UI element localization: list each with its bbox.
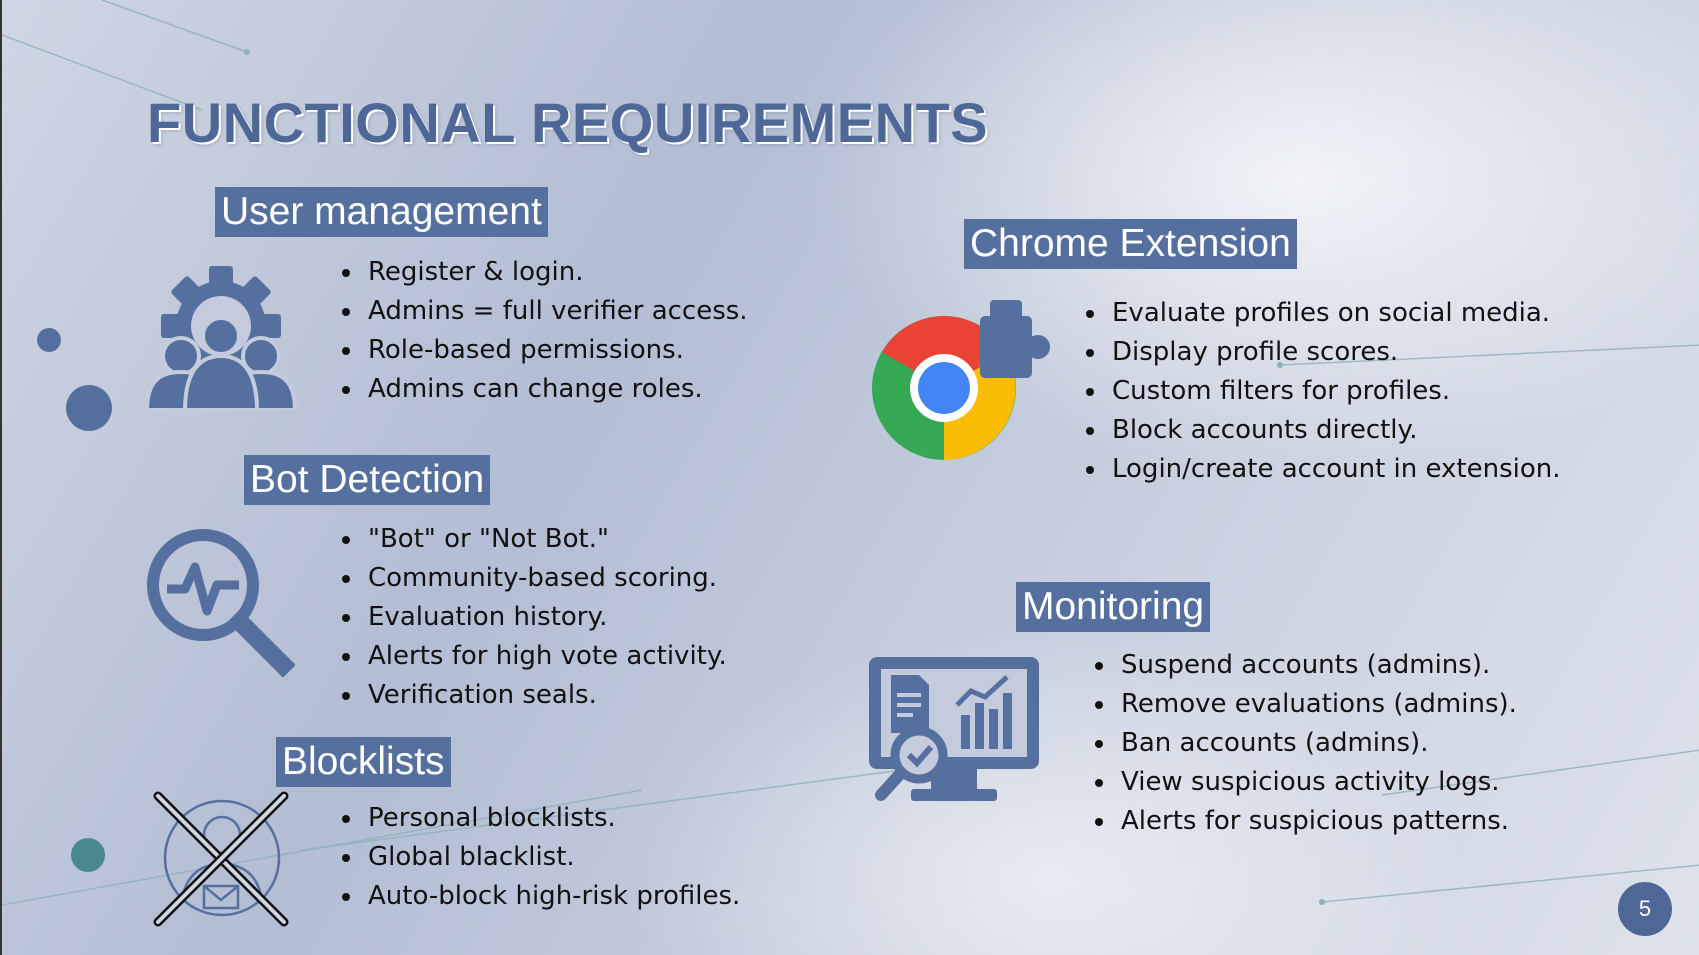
bot-detection-list: "Bot" or "Not Bot." Community-based scor… [338,520,727,715]
list-item: Suspend accounts (admins). [1117,646,1517,685]
list-item: Role-based permissions. [364,331,748,370]
list-item: Custom filters for profiles. [1108,372,1561,411]
page-number-badge: 5 [1618,882,1672,936]
section-heading-chrome-extension: Chrome Extension [964,219,1297,269]
list-item: Community-based scoring. [364,559,727,598]
list-item: Block accounts directly. [1108,411,1561,450]
slide-title: FUNCTIONAL REQUIREMENTS [147,91,989,154]
chrome-extension-icon [872,300,1050,460]
list-item: Alerts for high vote activity. [364,637,727,676]
list-item: Alerts for suspicious patterns. [1117,802,1517,841]
list-item: Auto-block high-risk profiles. [364,877,740,916]
blocked-user-icon [153,791,289,927]
list-item: Global blacklist. [364,838,740,877]
user-management-list: Register & login. Admins = full verifier… [338,253,748,409]
decor-dot-small [37,328,61,352]
section-heading-bot-detection: Bot Detection [244,455,491,505]
list-item: Remove evaluations (admins). [1117,685,1517,724]
list-item: Login/create account in extension. [1108,450,1561,489]
list-item: Register & login. [364,253,748,292]
list-item: Evaluation history. [364,598,727,637]
chrome-extension-list: Evaluate profiles on social media. Displ… [1082,294,1561,489]
list-item: Admins = full verifier access. [364,292,748,331]
team-gear-icon [145,266,297,410]
decor-dot-large [66,385,112,431]
list-item: Evaluate profiles on social media. [1108,294,1561,333]
monitoring-dashboard-icon [869,657,1039,801]
section-heading-monitoring: Monitoring [1016,582,1211,632]
list-item: Verification seals. [364,676,727,715]
section-heading-user-management: User management [215,187,548,237]
list-item: Ban accounts (admins). [1117,724,1517,763]
decor-dot-teal [71,838,105,872]
list-item: Personal blocklists. [364,799,740,838]
section-heading-blocklists: Blocklists [276,737,451,787]
list-item: "Bot" or "Not Bot." [364,520,727,559]
list-item: Admins can change roles. [364,370,748,409]
list-item: Display profile scores. [1108,333,1561,372]
magnifier-pulse-icon [147,529,295,677]
monitoring-list: Suspend accounts (admins). Remove evalua… [1091,646,1517,841]
list-item: View suspicious activity logs. [1117,763,1517,802]
blocklists-list: Personal blocklists. Global blacklist. A… [338,799,740,916]
